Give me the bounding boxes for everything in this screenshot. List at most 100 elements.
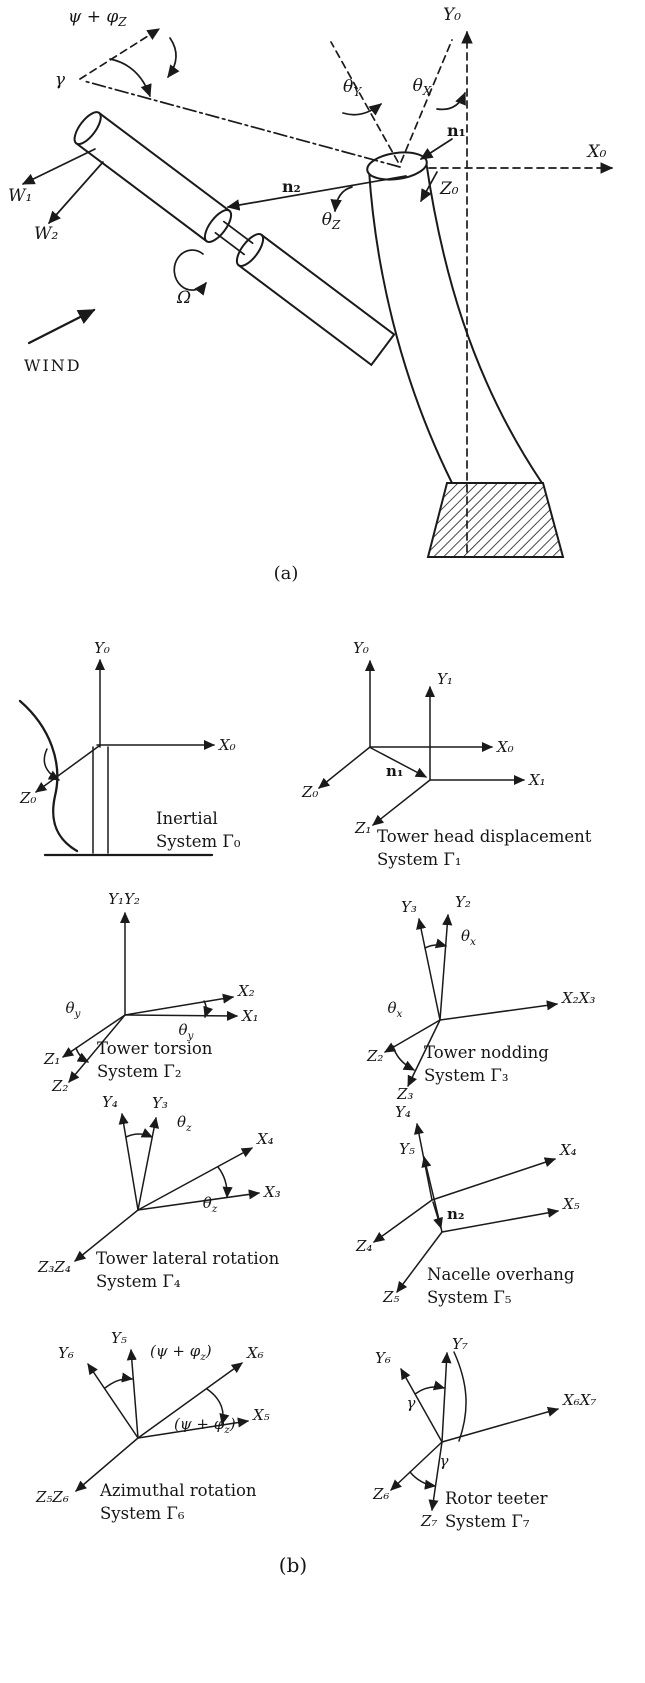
theta-y-arc-left bbox=[75, 1047, 89, 1063]
n2-vector-arrow bbox=[226, 175, 407, 211]
psi-arc-right bbox=[206, 1388, 230, 1426]
caption-name: Azimuthal rotation bbox=[99, 1481, 257, 1500]
y1y2-label: Y₁Y₂ bbox=[108, 890, 140, 908]
x0-label: X₀ bbox=[496, 738, 514, 756]
z2-axis-arrow bbox=[384, 1019, 441, 1053]
caption-system: System Γ₂ bbox=[97, 1062, 181, 1081]
y0-label: Y₀ bbox=[353, 639, 369, 657]
psi-arc-top bbox=[104, 1372, 134, 1389]
y7-label: Y₇ bbox=[452, 1335, 468, 1353]
x1-label: X₁ bbox=[528, 771, 546, 789]
z2-label: Z₂ bbox=[366, 1047, 383, 1065]
y4-axis-arrow bbox=[118, 1112, 139, 1211]
caption-system: System Γ₁ bbox=[377, 850, 461, 869]
n2-label: n₂ bbox=[447, 1205, 464, 1223]
n2-label: n₂ bbox=[282, 177, 301, 196]
x3-axis-arrow bbox=[137, 1189, 261, 1211]
system-gamma2-tower-torsion: Y₁Y₂ X₂ X₁ θy θy Z₁ Z₂ Tower torsion Sys… bbox=[43, 890, 259, 1095]
z0-label: Z₀ bbox=[19, 789, 36, 807]
z3-label: Z₃ bbox=[396, 1085, 413, 1103]
z6-label: Z₆ bbox=[372, 1485, 389, 1503]
theta-z-label: θZ bbox=[322, 210, 341, 232]
w2-wind-component-arrow bbox=[48, 161, 104, 224]
rotor-blade-upper-hub-cap bbox=[203, 209, 233, 243]
z0-axis-arrow bbox=[318, 746, 371, 789]
caption-system: System Γ₃ bbox=[424, 1066, 508, 1085]
x6x7-label: X₆X₇ bbox=[562, 1391, 596, 1409]
y5-axis-arrow bbox=[126, 1348, 139, 1439]
rotor-blade-upper bbox=[74, 111, 231, 243]
system-gamma6-azimuthal-rotation: Y₅ Y₆ (ψ + φz) X₆ X₅ (ψ + φz) Z₅Z₆ Azimu… bbox=[35, 1329, 270, 1523]
psi-top-label: (ψ + φz) bbox=[150, 1342, 212, 1363]
gamma-top-label: γ bbox=[407, 1394, 416, 1412]
z7-label: Z₇ bbox=[420, 1512, 437, 1530]
theta-z-arc-top bbox=[125, 1128, 154, 1138]
z1-axis-arrow bbox=[62, 1014, 126, 1058]
y1-label: Y₁ bbox=[437, 670, 453, 688]
x2x3-axis-arrow bbox=[439, 1000, 559, 1021]
theta-y-arc-right bbox=[203, 1000, 214, 1019]
teeter-hinge-line-bottom bbox=[214, 231, 246, 256]
rotor-blade-lower-hub-cap bbox=[235, 233, 265, 267]
z0-axis-arrow bbox=[35, 745, 100, 793]
y6-axis-arrow bbox=[400, 1368, 443, 1443]
caption-name: Tower head displacement bbox=[377, 827, 592, 846]
theta-y-right-label: θy bbox=[179, 1021, 195, 1042]
y3-label: Y₃ bbox=[152, 1094, 168, 1112]
w2-label: W₂ bbox=[34, 224, 58, 244]
theta-z-arc-right bbox=[217, 1166, 233, 1199]
z0-label: Z₀ bbox=[301, 783, 318, 801]
z2-label: Z₂ bbox=[51, 1077, 68, 1095]
z5z6-axis-arrow bbox=[75, 1437, 139, 1492]
theta-x-arc-top bbox=[424, 938, 448, 949]
shaft-axis-dashdot-line bbox=[83, 80, 401, 168]
caption-system: System Γ₀ bbox=[156, 832, 241, 851]
z4-label: Z₄ bbox=[355, 1237, 372, 1255]
x0-label: X₀ bbox=[218, 736, 236, 754]
y0-label: Y₀ bbox=[443, 5, 461, 25]
n1-label: n₁ bbox=[386, 762, 403, 780]
azimuth-rotation-arc bbox=[167, 37, 180, 79]
tower-outline bbox=[367, 159, 544, 484]
y0-label: Y₀ bbox=[94, 639, 110, 657]
caption-name: Tower lateral rotation bbox=[96, 1249, 280, 1268]
z3z4-label: Z₃Z₄ bbox=[37, 1258, 71, 1276]
system-gamma7-rotor-teeter: Y₇ Y₆ γ X₆X₇ γ Z₆ Z₇ Rotor teeter System… bbox=[372, 1335, 596, 1531]
x2-axis-arrow bbox=[124, 993, 235, 1016]
n1-vector-arrow bbox=[370, 747, 427, 778]
part-b-tag: (b) bbox=[279, 1553, 307, 1577]
theta-x-arc-left bbox=[392, 1045, 415, 1071]
omega-rotation-arrow bbox=[173, 249, 207, 296]
z5z6-label: Z₅Z₆ bbox=[35, 1488, 69, 1506]
theta-x-left-label: θx bbox=[388, 999, 403, 1020]
x2x3-label: X₂X₃ bbox=[561, 989, 595, 1007]
caption-system: System Γ₅ bbox=[427, 1288, 511, 1307]
caption-name: Rotor teeter bbox=[445, 1489, 548, 1508]
caption-name: Tower torsion bbox=[97, 1039, 213, 1058]
y5-axis-arrow bbox=[421, 1155, 443, 1233]
y3-label: Y₃ bbox=[401, 898, 417, 916]
z7-axis-arrow bbox=[428, 1441, 443, 1512]
y4-label: Y₄ bbox=[102, 1093, 118, 1111]
x5-axis-arrow bbox=[137, 1417, 250, 1439]
x4-axis-arrow bbox=[431, 1157, 557, 1201]
theta-x-rotation-arrow bbox=[436, 91, 466, 111]
rotor-blade-upper-end-cap bbox=[73, 111, 102, 146]
rotor-blade-lower bbox=[237, 233, 396, 367]
gamma-arc-top bbox=[414, 1380, 446, 1395]
y6-axis-arrow bbox=[87, 1363, 139, 1439]
y3-axis-arrow bbox=[137, 1116, 160, 1211]
x6-label: X₆ bbox=[246, 1344, 264, 1362]
system-gamma1-tower-head-displacement: Y₀ Y₁ X₀ X₁ Z₀ Z₁ n₁ Tower head displace… bbox=[301, 639, 592, 869]
x4-label: X₄ bbox=[256, 1130, 274, 1148]
system-gamma3-tower-nodding: Y₃ Y₂ θx X₂X₃ θx Z₂ Z₃ Tower nodding Sys… bbox=[366, 893, 595, 1103]
y5-label: Y₅ bbox=[399, 1140, 415, 1158]
z1-label: Z₁ bbox=[354, 819, 371, 837]
z5-label: Z₅ bbox=[382, 1288, 399, 1306]
system-gamma4-tower-lateral-rotation: Y₄ Y₃ θz X₄ X₃ θz Z₃Z₄ Tower lateral rot… bbox=[37, 1093, 281, 1291]
y2-label: Y₂ bbox=[455, 893, 471, 911]
y4-label: Y₄ bbox=[395, 1103, 411, 1121]
system-gamma5-nacelle-overhang: Y₄ Y₅ n₂ X₄ X₅ Z₄ Z₅ Nacelle overhang Sy… bbox=[355, 1103, 580, 1307]
z5-axis-arrow bbox=[396, 1231, 443, 1293]
